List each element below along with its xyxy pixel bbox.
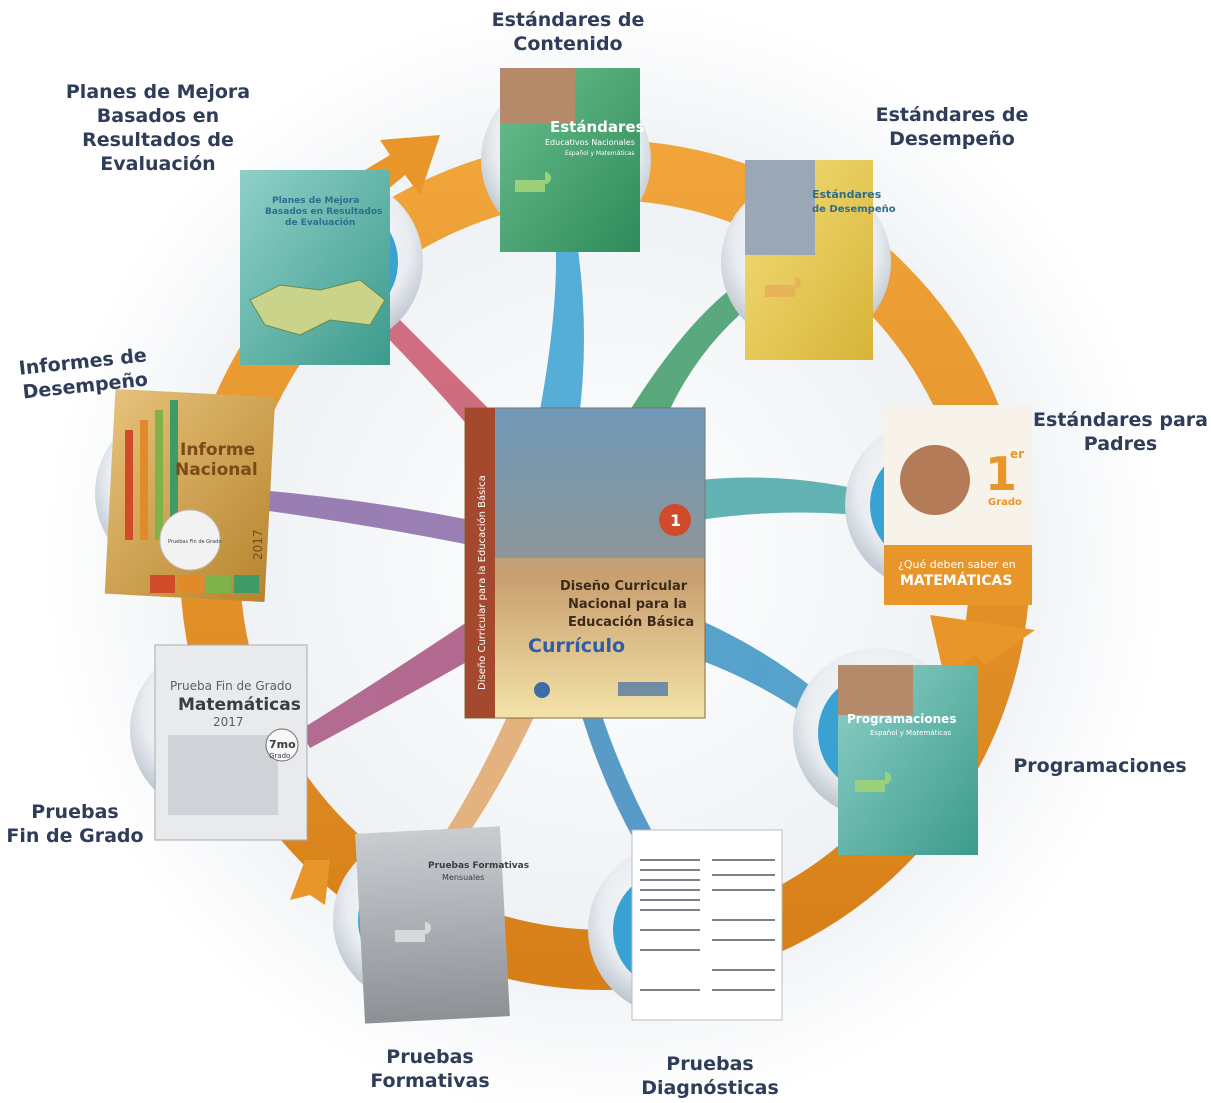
cover-desempeno-subtitle: de Desempeño bbox=[812, 204, 896, 215]
center-cover-badge bbox=[659, 504, 691, 536]
cover-contenido-sub2: Español y Matemáticas bbox=[565, 150, 634, 157]
cover-fin-grado-badge bbox=[265, 728, 299, 762]
spoke-fin-grado bbox=[300, 620, 470, 748]
cover-informes-title2: Nacional bbox=[175, 460, 258, 480]
cover-desempeno-photo bbox=[745, 160, 815, 255]
center-cover-logo bbox=[534, 682, 550, 698]
label-pruebas-diagnosticas: Pruebas Diagnósticas bbox=[641, 1053, 779, 1099]
cover-programaciones-subtitle: Español y Matemáticas bbox=[870, 729, 951, 737]
spoke-contenido bbox=[540, 230, 584, 410]
label-programaciones: Programaciones bbox=[1013, 755, 1187, 777]
cover-estandares-desempeno[interactable]: Estándares de Desempeño bbox=[745, 160, 896, 360]
cover-programaciones-photo bbox=[838, 665, 913, 715]
cover-fin-grado-subject: Matemáticas bbox=[178, 695, 301, 715]
center-cover-title-1: Diseño Curricular bbox=[560, 579, 688, 594]
label-estandares-padres: Estándares para Padres bbox=[1033, 409, 1208, 455]
cover-fin-grado-grade: 7mo bbox=[269, 738, 296, 751]
cover-planes-page bbox=[240, 170, 390, 365]
cover-padres-question: ¿Qué deben saber en bbox=[898, 558, 1016, 571]
cover-planes-title-1: Planes de Mejora bbox=[272, 196, 359, 206]
cover-informes-title: Informe bbox=[180, 440, 255, 460]
arrow-bottom-left bbox=[290, 860, 330, 905]
cover-estandares-padres[interactable]: 1 er Grado ¿Qué deben saber en MATEMÁTIC… bbox=[884, 405, 1032, 605]
cover-diagnosticas-lines bbox=[640, 859, 775, 991]
cover-diagnosticas-page bbox=[631, 829, 783, 1021]
center-cover-title-3: Educación Básica bbox=[568, 615, 694, 630]
cover-informes-year: 2017 bbox=[251, 529, 265, 560]
cover-estandares-contenido[interactable]: Estándares Educativos Nacionales Español… bbox=[500, 68, 645, 252]
center-cover-title-2: Nacional para la bbox=[568, 597, 687, 612]
cover-informes-desempeno[interactable]: Informe Nacional Pruebas Fin de Grado 20… bbox=[104, 388, 276, 603]
cover-informes-ball bbox=[159, 509, 221, 571]
label-planes-mejora: Planes de Mejora Basados en Resultados d… bbox=[65, 81, 251, 175]
center-cover-spine bbox=[465, 408, 495, 718]
cover-padres-grade-word: Grado bbox=[988, 497, 1022, 508]
label-pruebas-fin-grado: Pruebas Fin de Grado bbox=[6, 801, 144, 847]
cover-desempeno-title: Estándares bbox=[812, 188, 882, 201]
cover-contenido-title: Estándares bbox=[550, 118, 645, 136]
center-cover-badge-number: 1 bbox=[670, 511, 681, 530]
cover-informes-arrows bbox=[125, 400, 178, 540]
cover-fin-grado-form bbox=[168, 735, 278, 815]
center-cover-spine-text: Diseño Curricular para la Educación Bási… bbox=[476, 475, 488, 690]
cover-pruebas-formativas[interactable]: Pruebas Formativas Mensuales bbox=[355, 826, 529, 1024]
spoke-planes bbox=[365, 300, 500, 440]
cover-fin-grado-grade-word: Grado bbox=[269, 752, 290, 760]
label-estandares-contenido: Estándares de Contenido bbox=[491, 9, 645, 55]
cover-padres-photo bbox=[900, 445, 970, 515]
cover-contenido-subtitle: Educativos Nacionales bbox=[545, 138, 635, 147]
cover-pruebas-fin-grado[interactable]: Prueba Fin de Grado Matemáticas 2017 7mo… bbox=[154, 644, 308, 841]
cover-formativas-title: Pruebas Formativas bbox=[428, 861, 529, 871]
spoke-informes bbox=[260, 490, 470, 545]
cover-informes-bars bbox=[150, 575, 259, 593]
cover-formativas-page bbox=[355, 826, 510, 1024]
center-cover[interactable]: Diseño Curricular para la Educación Bási… bbox=[464, 407, 706, 719]
cover-contenido-photo bbox=[500, 68, 575, 123]
cover-programaciones-title: Programaciones bbox=[847, 712, 956, 726]
cover-pruebas-diagnosticas[interactable] bbox=[631, 829, 783, 1021]
cover-padres-footer bbox=[884, 545, 1032, 605]
cover-padres-grade-sup: er bbox=[1010, 447, 1024, 461]
cover-padres-subject: MATEMÁTICAS bbox=[900, 572, 1012, 589]
label-estandares-desempeno: Estándares de Desempeño bbox=[875, 104, 1029, 150]
cover-fin-grado-year: 2017 bbox=[213, 715, 244, 729]
center-label: Currículo bbox=[528, 635, 625, 657]
cover-planes-map bbox=[249, 279, 386, 336]
cover-formativas-subtitle: Mensuales bbox=[442, 873, 484, 882]
cover-padres-grade: 1 bbox=[985, 447, 1017, 501]
cover-planes-title-3: de Evaluación bbox=[285, 217, 355, 228]
cover-contenido-puzzle bbox=[515, 172, 551, 192]
cover-programaciones-puzzle bbox=[855, 772, 891, 792]
arrow-right bbox=[930, 615, 1035, 680]
cover-planes-title-2: Basados en Resultados bbox=[265, 207, 382, 217]
cover-informes-ball-text: Pruebas Fin de Grado bbox=[168, 539, 221, 545]
label-pruebas-formativas: Pruebas Formativas bbox=[370, 1046, 490, 1092]
cover-desempeno-puzzle bbox=[765, 277, 801, 297]
cover-programaciones[interactable]: Programaciones Español y Matemáticas bbox=[838, 665, 978, 855]
center-cover-logo-2 bbox=[618, 682, 668, 696]
cover-formativas-puzzle bbox=[395, 922, 431, 942]
cover-fin-grado-title: Prueba Fin de Grado bbox=[170, 679, 292, 693]
cover-planes-mejora[interactable]: Planes de Mejora Basados en Resultados d… bbox=[240, 170, 390, 365]
